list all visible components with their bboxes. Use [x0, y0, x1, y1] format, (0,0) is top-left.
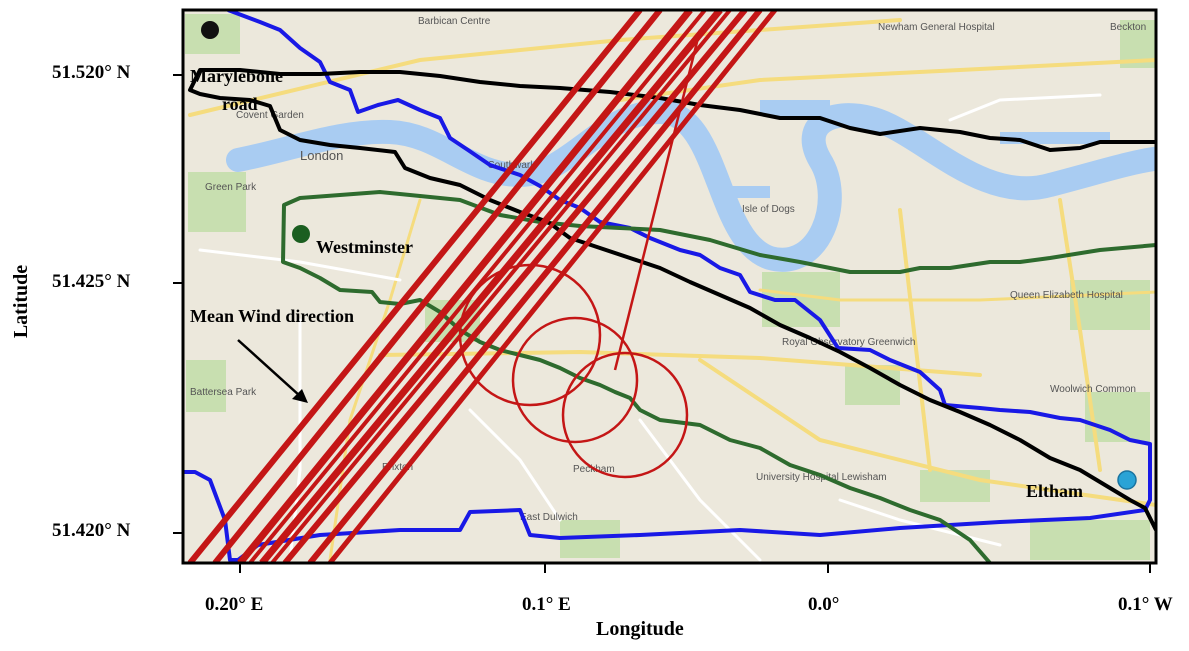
river-thames [226, 99, 1156, 272]
label-newham: Newham General Hospital [878, 22, 995, 33]
label-battersea-park: Battersea Park [190, 387, 257, 398]
xtick-3: 0.1° W [1118, 594, 1173, 615]
green-track [281, 190, 1156, 563]
label-isle-of-dogs: Isle of Dogs [742, 204, 795, 215]
label-qe-hospital: Queen Elizabeth Hospital [1010, 290, 1123, 301]
wind-arrow [237, 339, 308, 403]
black-track [188, 68, 1156, 531]
label-barbican: Barbican Centre [418, 16, 491, 27]
label-woolwich: Woolwich Common [1050, 384, 1136, 395]
y-axis-label: Latitude [10, 264, 33, 339]
map-border [181, 8, 1158, 565]
label-beckton: Beckton [1110, 22, 1146, 33]
axis-ticks [173, 74, 1151, 573]
map-area: London Southwark Isle of Dogs Green Park… [183, 10, 1156, 563]
marylebone-label-line2: road [222, 94, 258, 114]
westminster-label: Westminster [316, 237, 413, 257]
red-straight-tracks [187, 10, 777, 563]
marylebone-marker [201, 21, 219, 39]
label-london: London [300, 148, 343, 163]
label-brixton: Brixton [382, 462, 413, 473]
xtick-1: 0.1° E [522, 594, 571, 615]
eltham-label: Eltham [1026, 481, 1084, 501]
marylebone-label: Marylebone [190, 66, 283, 86]
x-axis-label: Longitude [596, 618, 684, 640]
label-greenwich: Royal Observatory Greenwich [782, 337, 915, 348]
westminster-marker [292, 225, 310, 243]
blue-track [183, 10, 1152, 562]
ytick-1: 51.425° N [52, 271, 131, 292]
ytick-2: 51.420° N [52, 520, 131, 541]
xtick-2: 0.0° [808, 594, 840, 615]
xtick-0: 0.20° E [205, 594, 264, 615]
label-green-park: Green Park [205, 182, 257, 193]
label-covent-garden: Covent Garden [236, 110, 304, 121]
label-east-dulwich: East Dulwich [520, 512, 578, 523]
wind-annotation: Mean Wind direction [190, 306, 355, 326]
red-loop-track [458, 29, 702, 479]
eltham-marker [1117, 470, 1137, 490]
ytick-0: 51.520° N [52, 62, 131, 83]
